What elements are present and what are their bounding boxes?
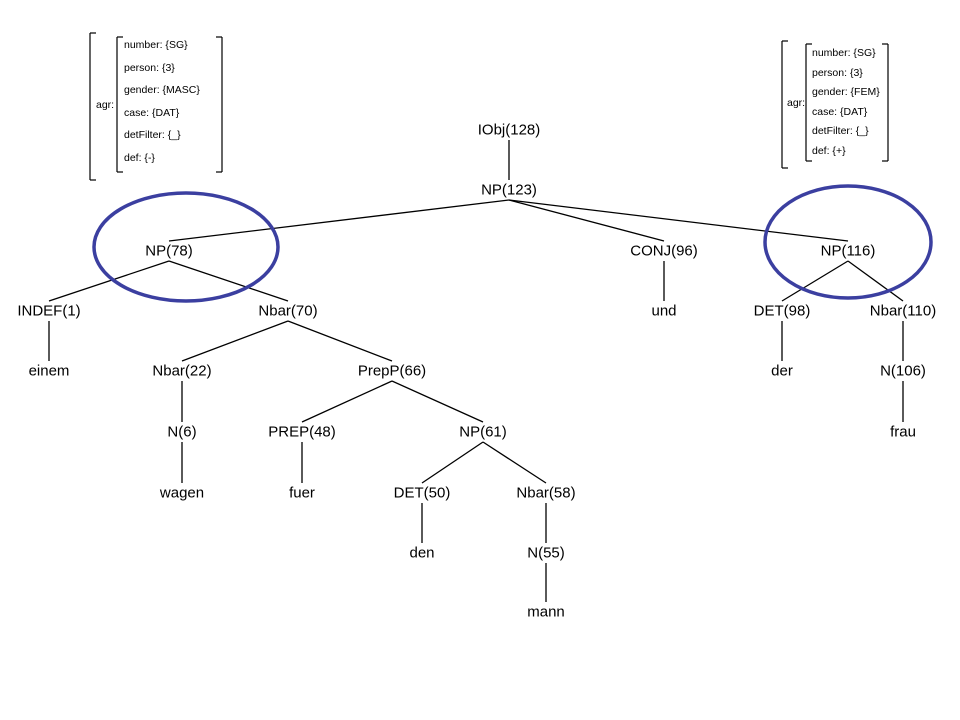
avm-feature-row: def: {+} bbox=[812, 144, 846, 157]
avm-feature-row: case: {DAT} bbox=[124, 106, 180, 119]
avm-feature-row: person: {3} bbox=[812, 66, 863, 79]
highlight-circle-np78 bbox=[92, 191, 280, 303]
tree-edge-np78-indef1 bbox=[48, 260, 170, 302]
avm-feature-row: detFilter: {_} bbox=[124, 128, 181, 141]
avm-feature-row: case: {DAT} bbox=[812, 105, 868, 118]
tree-node-der: der bbox=[771, 362, 793, 380]
avm-feature-row: gender: {FEM} bbox=[812, 85, 880, 98]
tree-node-n106: N(106) bbox=[880, 362, 926, 380]
tree-edge-np123-np78 bbox=[168, 199, 510, 242]
avm-feature-row: number: {SG} bbox=[812, 46, 876, 59]
tree-node-np116: NP(116) bbox=[820, 242, 876, 260]
tree-edge-np61-nbar58 bbox=[482, 441, 547, 484]
tree-edge-np116-nbar110 bbox=[847, 260, 904, 302]
tree-node-frau: frau bbox=[890, 423, 916, 441]
tree-node-n6: N(6) bbox=[167, 423, 197, 441]
avm-key-label: agr: bbox=[787, 96, 806, 109]
avm-feature-row: gender: {MASC} bbox=[124, 83, 200, 96]
tree-edge-prepp66-prep48 bbox=[301, 380, 393, 423]
tree-node-mann: mann bbox=[527, 603, 565, 621]
tree-node-iobj128: IObj(128) bbox=[477, 121, 541, 139]
tree-node-prep48: PREP(48) bbox=[268, 423, 336, 441]
tree-node-conj96: CONJ(96) bbox=[630, 242, 698, 260]
tree-edge-np123-np116 bbox=[508, 199, 849, 242]
tree-node-nbar110: Nbar(110) bbox=[869, 302, 937, 320]
tree-node-nbar22: Nbar(22) bbox=[152, 362, 212, 380]
tree-node-indef1: INDEF(1) bbox=[17, 302, 81, 320]
tree-node-und: und bbox=[651, 302, 677, 320]
tree-node-prepp66: PrepP(66) bbox=[357, 362, 427, 380]
tree-node-einem: einem bbox=[28, 362, 70, 380]
tree-node-np78: NP(78) bbox=[145, 242, 193, 260]
tree-node-n55: N(55) bbox=[527, 544, 565, 562]
avm-feature-row: number: {SG} bbox=[124, 38, 188, 51]
tree-node-nbar58: Nbar(58) bbox=[516, 484, 576, 502]
avm-feature-row: person: {3} bbox=[124, 61, 175, 74]
tree-edge-nbar70-prepp66 bbox=[287, 320, 393, 362]
tree-edge-prepp66-np61 bbox=[391, 380, 484, 423]
tree-node-nbar70: Nbar(70) bbox=[258, 302, 318, 320]
tree-node-den: den bbox=[409, 544, 435, 562]
tree-node-fuer: fuer bbox=[289, 484, 315, 502]
tree-node-wagen: wagen bbox=[159, 484, 205, 502]
tree-node-np61: NP(61) bbox=[459, 423, 507, 441]
avm-key-label: agr: bbox=[96, 98, 115, 111]
avm-feature-row: def: {-} bbox=[124, 151, 155, 164]
tree-edge-np61-det50 bbox=[421, 441, 484, 484]
tree-node-det98: DET(98) bbox=[753, 302, 811, 320]
avm-feature-row: detFilter: {_} bbox=[812, 124, 869, 137]
tree-edge-np116-det98 bbox=[781, 260, 849, 302]
tree-edge-np123-conj96 bbox=[508, 199, 665, 242]
tree-edge-nbar70-nbar22 bbox=[181, 320, 289, 362]
highlight-circle-np116 bbox=[763, 184, 933, 300]
tree-node-np123: NP(123) bbox=[481, 181, 537, 199]
tree-edge-np78-nbar70 bbox=[168, 260, 289, 302]
tree-node-det50: DET(50) bbox=[393, 484, 451, 502]
